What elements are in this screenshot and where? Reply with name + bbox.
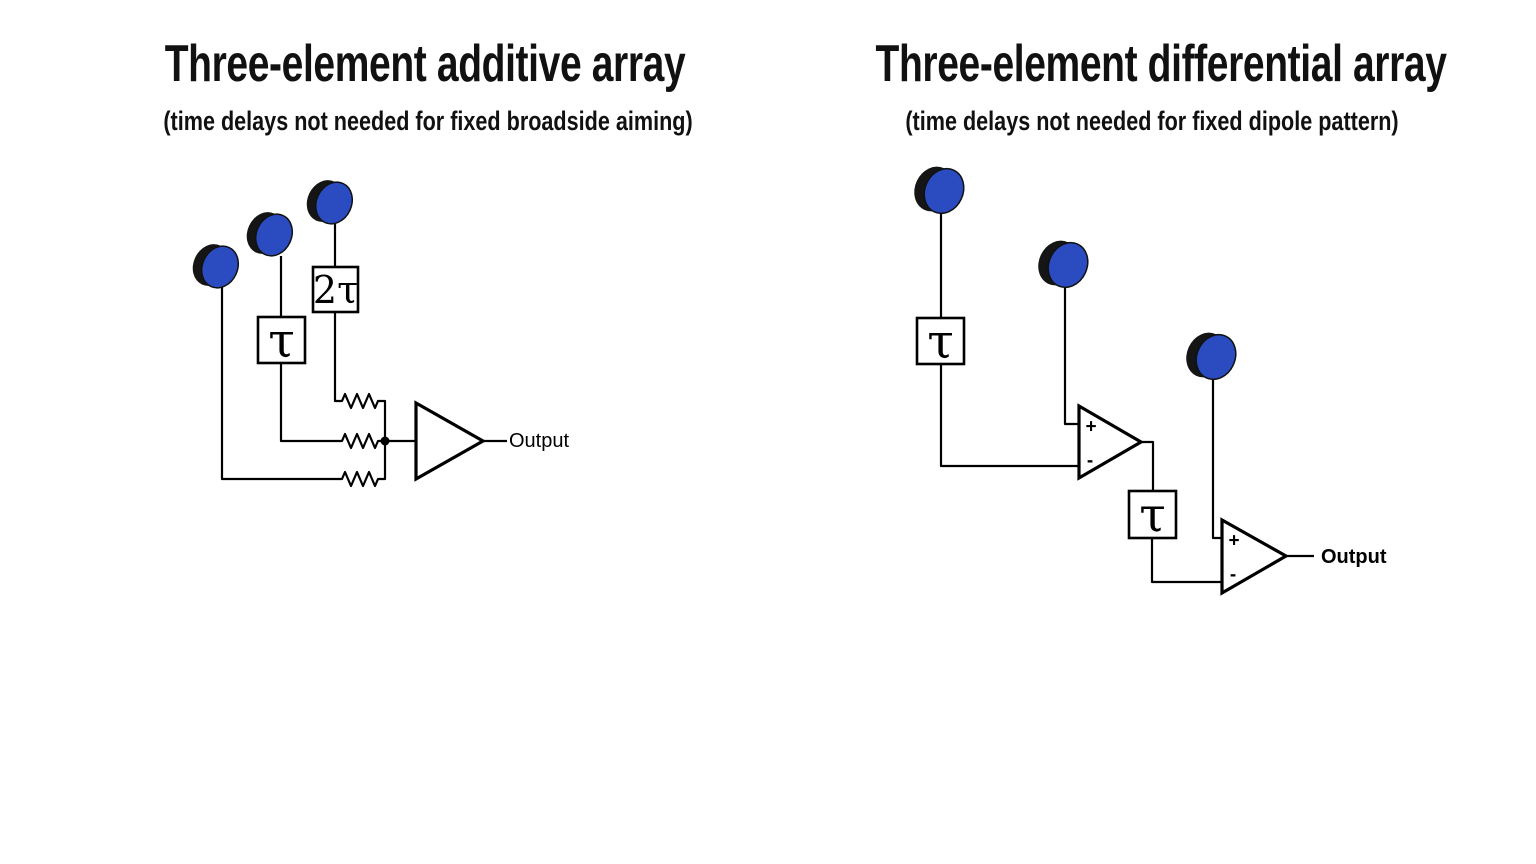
delay-label-tau-2: τ (1139, 488, 1166, 544)
mic-icon (192, 244, 240, 289)
wire (1141, 440, 1155, 491)
wire (1150, 538, 1222, 584)
wire (1211, 380, 1222, 540)
plus-label: + (1085, 417, 1096, 438)
wire (1063, 288, 1079, 426)
plus-label: + (1228, 531, 1239, 552)
diff-amp-2-icon (1220, 517, 1290, 596)
delay-box-2tau (311, 265, 360, 314)
mic-face (200, 245, 240, 289)
wire (939, 364, 1079, 468)
mic-icon (914, 166, 965, 215)
wire (333, 313, 387, 441)
left-diagram-subtitle: (time delays not needed for fixed broads… (163, 106, 693, 136)
mic-face (1047, 241, 1089, 289)
right-diagram-subtitle: (time delays not needed for fixed dipole… (905, 106, 1399, 136)
differential-array-diagram: τ + - τ + - Output (914, 166, 1387, 596)
right-diagram-title: Three-element differential array (875, 35, 1447, 93)
delay-box-tau (256, 315, 307, 365)
output-label: Output (1321, 546, 1387, 568)
mic-icon (1038, 240, 1089, 289)
wire (220, 286, 387, 488)
left-diagram-title: Three-element additive array (164, 35, 686, 93)
delay-label-tau: τ (268, 313, 295, 369)
mic-icon (246, 212, 294, 257)
delay-box-tau-1 (915, 316, 966, 366)
mic-face (254, 213, 294, 257)
additive-array-diagram: τ 2τ Output (192, 180, 569, 488)
output-label: Output (509, 430, 569, 452)
mic-icon (306, 180, 354, 225)
mic-face (1195, 333, 1237, 381)
junction-dot (380, 436, 390, 446)
summing-amp-icon (414, 400, 487, 482)
delay-label-2tau: 2τ (313, 268, 358, 312)
mic-face (923, 167, 965, 215)
minus-label: - (1230, 565, 1236, 586)
minus-label: - (1087, 451, 1093, 472)
wire (279, 363, 416, 450)
delay-label-tau-1: τ (927, 314, 954, 370)
mic-icon (1186, 332, 1237, 381)
diff-amp-1-icon (1077, 403, 1145, 481)
mic-face (314, 181, 354, 225)
